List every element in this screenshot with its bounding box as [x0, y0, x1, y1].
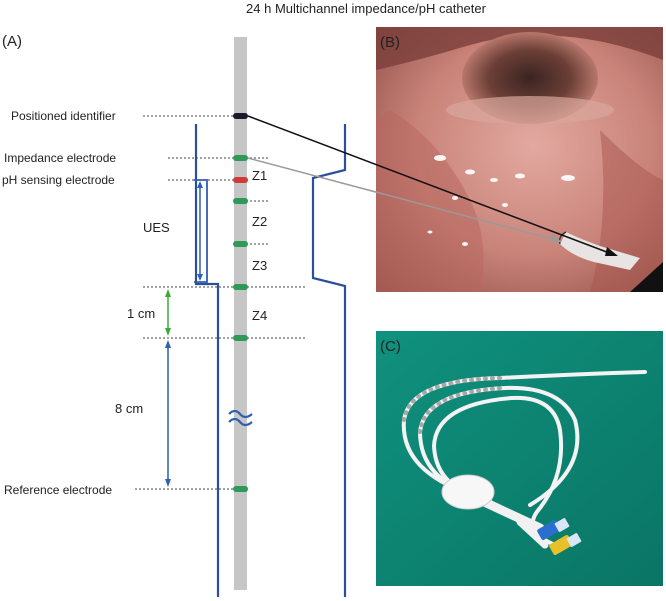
label-impedance-electrode: Impedance electrode [4, 151, 116, 165]
pointer-arrow-impedance-head [550, 234, 562, 242]
pointer-arrow-identifier-head [605, 247, 618, 256]
ues-bracket [194, 179, 208, 283]
label-ph-sensing-electrode: pH sensing electrode [2, 173, 115, 187]
ues-arrow-head-top [197, 181, 203, 188]
ph-sensing-electrode [233, 177, 248, 183]
one-cm-arrow-head-top [165, 289, 171, 297]
zone-label-z1: Z1 [252, 168, 267, 183]
zone-label-z2: Z2 [252, 214, 267, 229]
eight-cm-label: 8 cm [115, 401, 143, 416]
reference-electrode-marker [233, 486, 248, 492]
panel-a-schematic: Positioned identifier Impedance electrod… [2, 37, 347, 597]
figure-title: 24 h Multichannel impedance/pH catheter [246, 1, 487, 16]
impedance-electrode-1 [233, 155, 248, 161]
panel-label-c: (C) [380, 338, 401, 355]
eight-cm-arrow-head-bottom [165, 479, 171, 487]
zone-label-z3: Z3 [252, 258, 267, 273]
esophagus-wall-left [194, 124, 220, 597]
catheter-shaft [234, 37, 247, 590]
label-positioned-identifier: Positioned identifier [11, 109, 116, 123]
one-cm-arrow-head-bottom [165, 328, 171, 336]
esophagus-wall-right [311, 124, 347, 597]
panel-label-b: (B) [380, 34, 400, 51]
impedance-electrode-2 [233, 198, 248, 204]
panel-c-catheter-photo [376, 331, 663, 586]
eight-cm-arrow-head-top [165, 340, 171, 348]
catheter-hub [441, 474, 495, 510]
impedance-electrode-5 [233, 335, 248, 341]
ues-label: UES [143, 220, 170, 235]
zone-label-z4: Z4 [252, 308, 267, 323]
impedance-electrode-4 [233, 284, 248, 290]
positioned-identifier-marker [233, 113, 248, 119]
one-cm-label: 1 cm [127, 306, 155, 321]
ues-arrow-head-bottom [197, 274, 203, 281]
label-reference-electrode: Reference electrode [4, 483, 112, 497]
catheter-break-mark [228, 409, 253, 427]
impedance-electrode-3 [233, 241, 248, 247]
panel-b-endoscopy-photo [376, 27, 663, 292]
pointer-arrow-impedance [247, 157, 557, 241]
pointer-arrow-identifier [247, 115, 613, 255]
panel-label-a: (A) [2, 33, 22, 50]
